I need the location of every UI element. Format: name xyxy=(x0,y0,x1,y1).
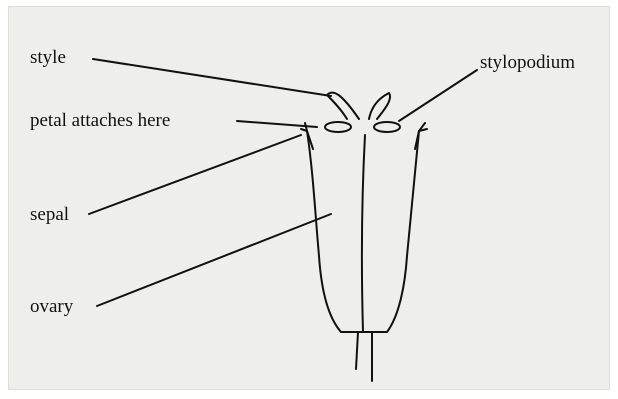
label-ovary: ovary xyxy=(30,297,73,316)
right-sepal xyxy=(415,123,427,149)
left-stylopodium xyxy=(325,122,351,132)
diagram-figure: style stylopodium petal attaches here se… xyxy=(8,6,610,390)
leader-ovary xyxy=(97,214,331,306)
leader-sepal xyxy=(89,135,301,214)
ovary-rib xyxy=(362,135,365,332)
label-stylopodium: stylopodium xyxy=(480,53,575,72)
pedicel-left xyxy=(356,332,358,369)
label-petal-attaches: petal attaches here xyxy=(30,111,170,130)
leader-stylopodium xyxy=(399,70,477,121)
label-style: style xyxy=(30,48,66,67)
leader-style xyxy=(93,59,331,96)
right-stylopodium xyxy=(374,122,400,132)
label-sepal: sepal xyxy=(30,205,69,224)
right-style xyxy=(369,93,390,119)
